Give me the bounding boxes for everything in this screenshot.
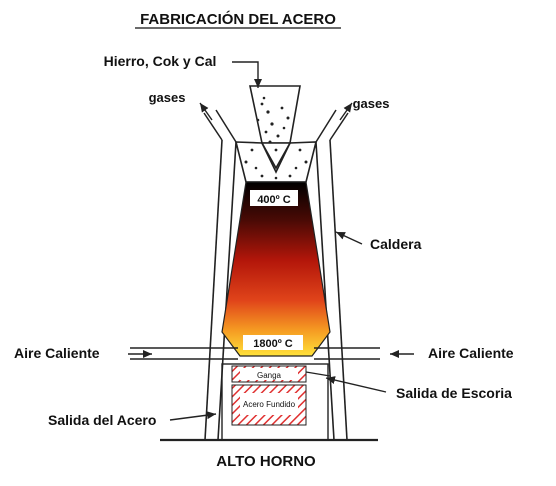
- charging-hopper: [234, 85, 318, 183]
- gas-ducts: [203, 109, 349, 143]
- acero-fundido-label: Acero Fundido: [243, 400, 296, 409]
- slag-arrow: [325, 376, 387, 393]
- diagram-caption: ALTO HORNO: [216, 453, 316, 470]
- aire-right-label: Aire Caliente: [428, 345, 514, 361]
- caldera-label: Caldera: [370, 236, 422, 252]
- ganga-label: Ganga: [257, 371, 282, 380]
- gases-left-label: gases: [149, 90, 186, 105]
- slag-outlet: [305, 371, 331, 377]
- gas-arrows: [199, 102, 353, 121]
- hearth: [221, 363, 329, 441]
- charge-particles: [244, 96, 308, 180]
- salida-acero-label: Salida del Acero: [48, 412, 156, 428]
- temp-top-label: 400º C: [257, 194, 290, 206]
- input-label: Hierro, Cok y Cal: [104, 53, 217, 69]
- temp-bottom-box: [243, 335, 303, 350]
- aire-left-label: Aire Caliente: [14, 345, 100, 361]
- input-arrow-elbow: [232, 61, 259, 68]
- temp-top-box: [250, 190, 298, 206]
- hot-air-pipes: [130, 347, 380, 360]
- diagram-title: FABRICACIÓN DEL ACERO: [140, 10, 336, 28]
- steel-arrow: [169, 411, 217, 421]
- caldera-arrow: [335, 231, 363, 245]
- heat-shaft: [221, 181, 331, 357]
- salida-escoria-label: Salida de Escoria: [396, 385, 512, 401]
- gases-right-label: gases: [353, 96, 390, 111]
- temp-bottom-label: 1800º C: [253, 338, 293, 350]
